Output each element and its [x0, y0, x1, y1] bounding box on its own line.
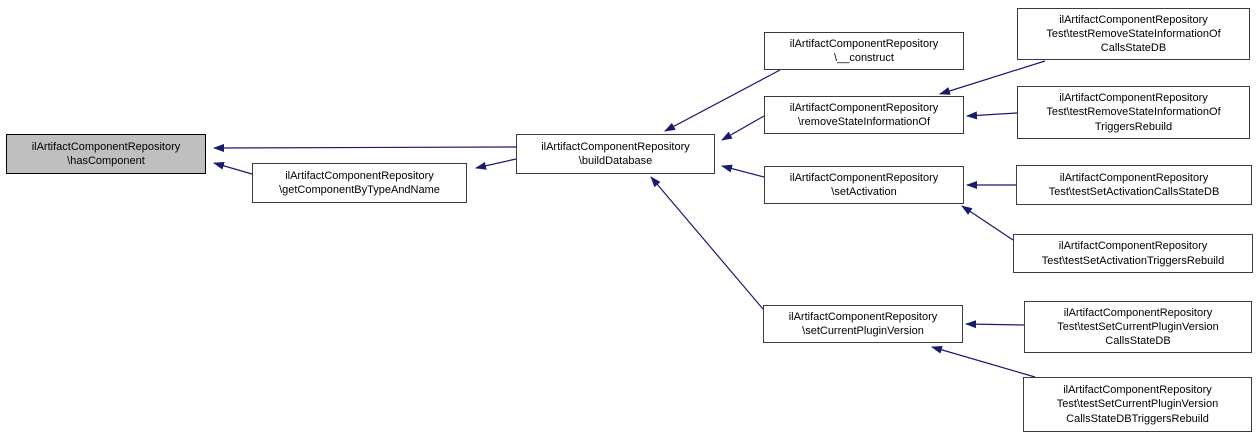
edge-testRemoveStateInformationOfCallsStateDB-removeStateInformationOf — [939, 60, 1046, 95]
edge-buildDatabase-hasComponent — [213, 143, 517, 152]
edge-removeStateInformationOf-buildDatabase — [721, 115, 765, 141]
edge-testSetCurrentPluginVersionCallsStateDB-setCurrentPluginVersion — [965, 320, 1025, 329]
node-getComponentByTypeAndName[interactable]: ilArtifactComponentRepository \getCompon… — [252, 163, 467, 203]
edge-buildDatabase-getComponentByTypeAndName — [475, 158, 517, 170]
node-buildDatabase[interactable]: ilArtifactComponentRepository \buildData… — [516, 134, 715, 174]
node-hasComponent[interactable]: ilArtifactComponentRepository \hasCompon… — [6, 134, 206, 174]
node-testSetActivationCallsStateDB[interactable]: ilArtifactComponentRepository Test\testS… — [1016, 165, 1252, 205]
edge-testSetActivationTriggersRebuild-setActivation — [961, 205, 1014, 241]
edge-testSetCurrentPluginVersionCallsStateDBTriggersRebuild-setCurrentPluginVersion — [931, 345, 1036, 378]
node-removeStateInformationOf[interactable]: ilArtifactComponentRepository \removeSta… — [764, 96, 964, 134]
edge-setCurrentPluginVersion-buildDatabase — [650, 176, 764, 310]
edge-construct-buildDatabase — [664, 69, 781, 132]
edge-testRemoveStateInformationOfTriggersRebuild-removeStateInformationOf — [966, 111, 1018, 120]
node-testSetCurrentPluginVersionCallsStateDB[interactable]: ilArtifactComponentRepository Test\testS… — [1024, 301, 1252, 353]
node-testSetCurrentPluginVersionCallsStateDBTriggersRebuild[interactable]: ilArtifactComponentRepository Test\testS… — [1023, 377, 1252, 432]
edge-getComponentByTypeAndName-hasComponent — [213, 161, 253, 175]
node-setActivation[interactable]: ilArtifactComponentRepository \setActiva… — [764, 166, 964, 204]
node-testRemoveStateInformationOfTriggersRebuild[interactable]: ilArtifactComponentRepository Test\testR… — [1017, 86, 1250, 139]
node-testSetActivationTriggersRebuild[interactable]: ilArtifactComponentRepository Test\testS… — [1013, 234, 1253, 273]
edge-setActivation-buildDatabase — [721, 164, 765, 178]
node-construct[interactable]: ilArtifactComponentRepository \__constru… — [764, 32, 964, 70]
node-setCurrentPluginVersion[interactable]: ilArtifactComponentRepository \setCurren… — [763, 305, 963, 343]
node-testRemoveStateInformationOfCallsStateDB[interactable]: ilArtifactComponentRepository Test\testR… — [1017, 8, 1250, 60]
